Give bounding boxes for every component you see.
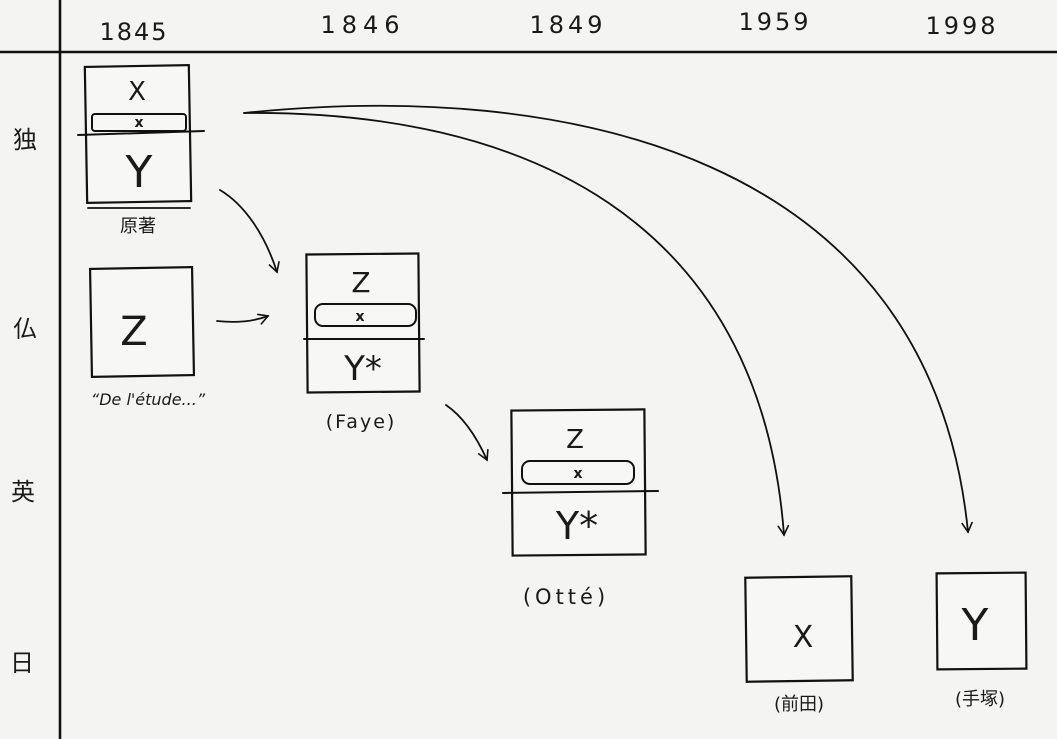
year-label-1959: 1959 xyxy=(738,8,811,36)
edition-original-top: X xyxy=(128,77,146,107)
edition-french-work-top: Z xyxy=(120,309,147,355)
edition-otte-caption: (Otté) xyxy=(523,585,609,609)
arrow-original-to-jp-1959 xyxy=(243,112,790,537)
edition-jp-1959-caption: (前田) xyxy=(774,694,824,715)
edition-otte-middle: x xyxy=(573,466,582,482)
edition-faye-bottom: Y* xyxy=(343,349,382,389)
edition-faye: Z x Y* (Faye) xyxy=(303,252,425,433)
edition-jp-1959: X (前田) xyxy=(744,575,854,715)
year-label-1845: 1845 xyxy=(99,18,168,46)
edition-french-work: Z “De l'étude...” xyxy=(88,265,206,409)
arrow-faye-to-otte xyxy=(445,404,489,462)
edition-jp-1959-top: X xyxy=(793,620,814,655)
language-label-english: 英 xyxy=(11,478,35,506)
arrow-original-to-jp-1998 xyxy=(243,104,973,534)
edition-faye-middle: x xyxy=(355,309,364,325)
edition-jp-1998-caption: (手塚) xyxy=(955,689,1005,710)
edition-original: X x Y 原著 xyxy=(77,63,205,237)
year-label-1846: 1846 xyxy=(320,11,405,39)
language-label-german: 独 xyxy=(13,126,37,154)
edition-otte: Z x Y* (Otté) xyxy=(502,408,659,609)
year-label-1998: 1998 xyxy=(925,12,998,40)
edition-jp-1998-top: Y xyxy=(961,600,989,651)
edition-faye-top: Z xyxy=(351,266,370,299)
edition-original-bottom: Y xyxy=(125,147,153,198)
year-label-1849: 1849 xyxy=(529,11,606,39)
arrow-original-to-faye xyxy=(219,189,280,274)
edition-original-middle: x xyxy=(134,115,143,131)
edition-jp-1998: Y (手塚) xyxy=(935,571,1028,710)
edition-original-caption: 原著 xyxy=(120,216,156,237)
edition-otte-top: Z xyxy=(566,425,584,455)
arrow-french-work-to-faye xyxy=(216,313,270,325)
language-label-french: 仏 xyxy=(13,315,37,343)
edition-faye-caption: (Faye) xyxy=(326,411,397,433)
edition-otte-bottom: Y* xyxy=(555,504,598,548)
language-label-japanese: 日 xyxy=(10,649,34,677)
edition-french-work-caption: “De l'étude...” xyxy=(91,390,206,409)
